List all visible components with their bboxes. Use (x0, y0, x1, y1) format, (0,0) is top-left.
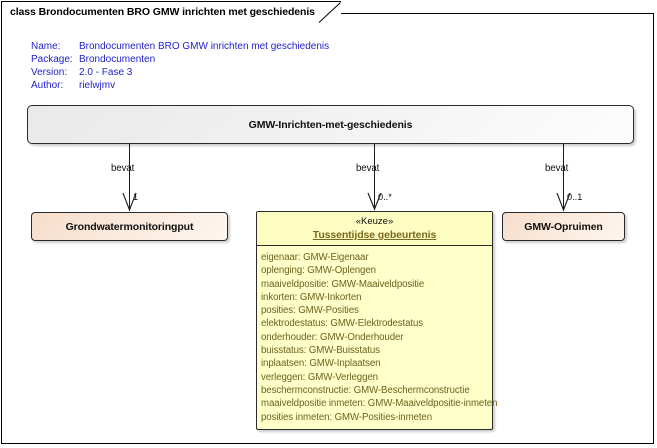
attribute-row: maaiveldpositie inmeten: GMW-Maaiveldpos… (261, 398, 498, 410)
attribute-row: elektrodestatus: GMW-Elektrodestatus (261, 318, 424, 330)
metadata-value-name: Brondocumenten BRO GMW inrichten met ges… (79, 41, 330, 52)
connector-multiplicity-center: 0..* (378, 192, 392, 202)
attribute-row: posities: GMW-Posities (261, 305, 359, 317)
attribute-row: posities inmeten: GMW-Posities-inmeten (261, 411, 432, 423)
class-box-gmw-opruimen[interactable]: GMW-Opruimen (502, 212, 625, 241)
metadata-row-name: Name: Brondocumenten BRO GMW inrichten m… (31, 40, 329, 53)
attribute-row: maaiveldpositie: GMW-Maaiveldpositie (261, 278, 425, 290)
diagram-tab[interactable]: class Brondocumenten BRO GMW inrichten m… (1, 1, 341, 23)
diagram-tab-label: class Brondocumenten BRO GMW inrichten m… (10, 5, 315, 18)
attribute-row: inplaatsen: GMW-Inplaatsen (261, 358, 381, 370)
attribute-row: eigenaar: GMW-Eigenaar (261, 252, 369, 263)
metadata-row-author: Author: rielwjmv (31, 79, 329, 92)
attribute-row: oplenging: GMW-Oplengen (261, 265, 376, 277)
metadata-row-package: Package: Brondocumenten (31, 53, 329, 66)
attribute-row: verleggen: GMW-Verleggen (261, 371, 378, 383)
class-name-gmw-opruimen: GMW-Opruimen (524, 220, 603, 233)
connector-label-right: bevat (545, 163, 569, 174)
class-name-tussentijdse: Tussentijdse gebeurtenis (312, 229, 437, 241)
attribute-row: inkorten: GMW-Inkorten (261, 291, 362, 303)
connector-multiplicity-right: 0..1 (567, 192, 583, 202)
class-header-tussentijdse: «Keuze» Tussentijdse gebeurtenis (257, 212, 492, 246)
metadata-value-author: rielwjmv (79, 80, 116, 91)
tab-slant-edge (318, 2, 341, 23)
metadata-value-package: Brondocumenten (79, 54, 156, 65)
metadata-key-package: Package: (31, 54, 73, 65)
connector-label-center: bevat (356, 163, 380, 174)
class-stereotype-keuze: «Keuze» (355, 216, 394, 227)
attribute-row: buisstatus: GMW-Buisstatus (261, 345, 380, 357)
class-box-grondwatermonitoringput[interactable]: Grondwatermonitoringput (31, 212, 228, 241)
metadata-key-author: Author: (31, 80, 64, 91)
metadata-key-version: Version: (31, 67, 68, 78)
metadata-row-version: Version: 2.0 - Fase 3 (31, 66, 329, 79)
class-name-grondwatermonitoringput: Grondwatermonitoringput (65, 220, 194, 233)
metadata-value-version: 2.0 - Fase 3 (79, 67, 133, 78)
metadata-key-name: Name: (31, 41, 61, 52)
attribute-list: eigenaar: GMW-Eigenaar oplenging: GMW-Op… (257, 246, 498, 428)
class-box-tussentijdse-gebeurtenis[interactable]: «Keuze» Tussentijdse gebeurtenis eigenaa… (256, 211, 498, 430)
connector-multiplicity-left: 1 (133, 192, 139, 202)
attribute-row: onderhouder: GMW-Onderhouder (261, 331, 404, 343)
class-box-root[interactable]: GMW-Inrichten-met-geschiedenis (27, 105, 634, 144)
diagram-metadata: Name: Brondocumenten BRO GMW inrichten m… (31, 40, 329, 92)
attribute-row: beschermconstructie: GMW-Beschermconstru… (261, 384, 470, 396)
class-name-root: GMW-Inrichten-met-geschiedenis (248, 118, 413, 131)
connector-label-left: bevat (111, 163, 135, 174)
